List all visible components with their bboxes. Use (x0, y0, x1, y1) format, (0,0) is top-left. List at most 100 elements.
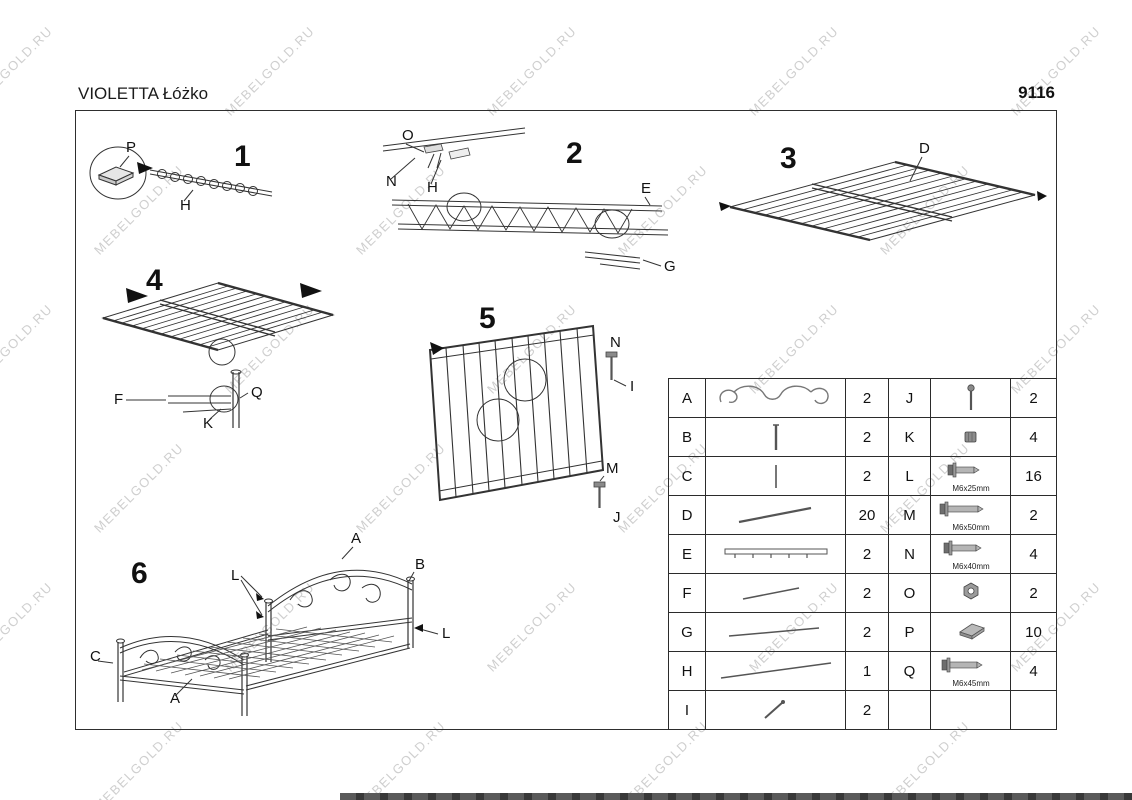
part-letter: I (668, 690, 706, 730)
table-row: D 20 M M6x50mm 2 (668, 495, 1057, 535)
part-letter: K (888, 417, 931, 457)
part-qty: 2 (845, 612, 889, 652)
label-o: O (402, 127, 414, 144)
part-qty: 2 (1010, 573, 1057, 613)
label-a2: A (170, 690, 180, 707)
part-size-label: M6x50mm (952, 523, 990, 532)
label-k: K (203, 415, 213, 432)
part-letter: A (668, 378, 706, 418)
step-1-number: 1 (234, 140, 251, 173)
part-letter: L (888, 456, 931, 496)
label-q: Q (251, 384, 263, 401)
part-icon-cell: M6x40mm (930, 534, 1011, 574)
part-qty: 4 (1010, 417, 1057, 457)
part-letter: G (668, 612, 706, 652)
label-l2: L (442, 625, 450, 642)
sheet-border (75, 110, 1057, 730)
part-icon-cell (930, 573, 1011, 613)
step-3-number: 3 (780, 142, 797, 175)
part-size-label: M6x40mm (952, 562, 990, 571)
part-icon-cell (705, 495, 846, 535)
part-b-icon (772, 423, 779, 450)
label-n2: N (610, 334, 621, 351)
label-l1: L (231, 567, 239, 584)
part-qty: 20 (845, 495, 889, 535)
step-5-diagram: 5 N I M J (428, 302, 634, 526)
parts-table: A 2 J 2 B (668, 378, 1057, 730)
part-e-icon (724, 548, 827, 558)
part-icon-cell (930, 378, 1011, 418)
part-c-icon (774, 464, 777, 488)
part-icon-cell (705, 378, 846, 418)
part-letter: P (888, 612, 931, 652)
scan-artifact-strip (340, 793, 1132, 800)
table-row: H 1 Q M6x45mm 4 (668, 651, 1057, 691)
part-icon-cell (930, 612, 1011, 652)
label-m: M (606, 460, 619, 477)
label-d: D (919, 140, 930, 157)
part-icon-cell: M6x50mm (930, 495, 1011, 535)
part-letter: B (668, 417, 706, 457)
part-qty: 16 (1010, 456, 1057, 496)
label-i: I (630, 378, 634, 395)
model-number: 9116 (1018, 83, 1055, 102)
part-icon-cell (705, 573, 846, 613)
page-title: VIOLETTA Łóżko (78, 84, 209, 103)
label-b: B (415, 556, 425, 573)
table-row: E 2 N M6x40mm (668, 534, 1057, 574)
step-3-diagram: 3 D (719, 140, 1047, 242)
table-row: F 2 O 2 (668, 573, 1057, 613)
part-qty: 2 (845, 534, 889, 574)
part-qty: 10 (1010, 612, 1057, 652)
part-qty: 4 (1010, 534, 1057, 574)
label-p: P (126, 139, 136, 156)
part-i-icon (763, 699, 785, 719)
label-e: E (641, 180, 651, 197)
part-letter (888, 690, 931, 730)
part-f-icon (742, 586, 799, 600)
step-2-diagram: 2 O N H E G (382, 127, 676, 275)
part-o-icon (963, 582, 978, 599)
label-h: H (180, 197, 191, 214)
step-5-number: 5 (479, 302, 496, 335)
part-p-icon (958, 623, 985, 640)
part-qty: 2 (845, 378, 889, 418)
part-j-icon (966, 383, 975, 410)
part-icon-cell (930, 690, 1011, 730)
label-g: G (664, 258, 676, 275)
part-icon-cell: M6x45mm (930, 651, 1011, 691)
label-c: C (90, 648, 101, 665)
part-letter: C (668, 456, 706, 496)
table-row: B 2 K 4 (668, 417, 1057, 457)
part-qty: 2 (845, 417, 889, 457)
part-k-icon (964, 431, 976, 442)
part-letter: N (888, 534, 931, 574)
part-l-icon: M6x25mm (947, 462, 990, 493)
table-row: A 2 J 2 (668, 378, 1057, 418)
part-letter: J (888, 378, 931, 418)
step-4-diagram: 4 F K Q (101, 264, 335, 432)
part-n-icon: M6x40mm (943, 540, 990, 571)
part-m-icon: M6x50mm (939, 501, 990, 532)
part-qty (1010, 690, 1057, 730)
part-letter: Q (888, 651, 931, 691)
label-f: F (114, 391, 123, 408)
part-size-label: M6x45mm (952, 679, 990, 688)
step-6-number: 6 (131, 557, 148, 590)
part-icon-cell: M6x25mm (930, 456, 1011, 496)
part-qty: 4 (1010, 651, 1057, 691)
step-6-diagram: 6 (90, 530, 450, 716)
part-letter: M (888, 495, 931, 535)
part-q-icon: M6x45mm (941, 657, 990, 688)
part-icon-cell (705, 612, 846, 652)
step-2-number: 2 (566, 137, 583, 170)
part-letter: E (668, 534, 706, 574)
part-letter: O (888, 573, 931, 613)
step-4-number: 4 (146, 264, 163, 297)
part-a-icon (718, 385, 829, 404)
step-1-diagram: 1 P H (89, 139, 273, 214)
part-g-icon (728, 626, 819, 637)
label-h2: H (427, 179, 438, 196)
